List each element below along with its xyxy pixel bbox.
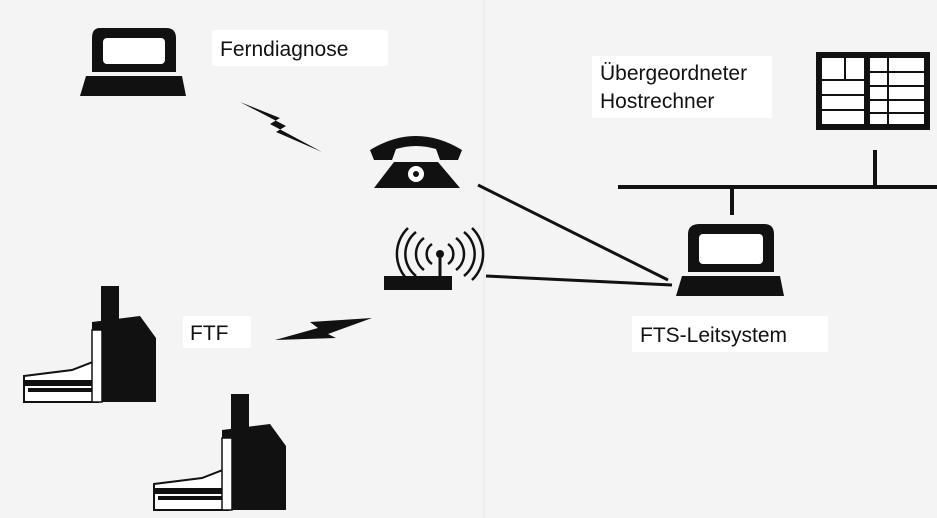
- leitsystem-computer-icon: [676, 224, 784, 296]
- wireless-link-bolt-top: [240, 102, 322, 152]
- telephone-icon: [370, 136, 462, 188]
- label-ftf: FTF: [190, 322, 228, 345]
- label-leitsystem: FTS-Leitsystem: [640, 324, 787, 347]
- phone-to-leitsystem-line: [477, 183, 669, 282]
- label-bg-leitsystem: [632, 316, 828, 352]
- label-host-line2: Hostrechner: [600, 90, 714, 113]
- ftf-vehicle-icon-1: [23, 286, 156, 403]
- ftf-vehicle-icon-2: [153, 394, 286, 511]
- router-to-leitsystem-line: [485, 274, 673, 287]
- label-bg-host: [592, 56, 772, 118]
- wireless-router-icon: [384, 227, 485, 290]
- label-bg-ftf: [183, 316, 251, 348]
- host-computer-rack-icon: [816, 52, 930, 130]
- label-bg-ferndiagnose: [212, 30, 388, 66]
- ferndiagnose-computer-icon: [80, 28, 186, 96]
- wireless-link-bolt-bottom: [275, 318, 372, 340]
- label-host-line1: Übergeordneter: [600, 62, 747, 85]
- label-ferndiagnose: Ferndiagnose: [220, 38, 348, 61]
